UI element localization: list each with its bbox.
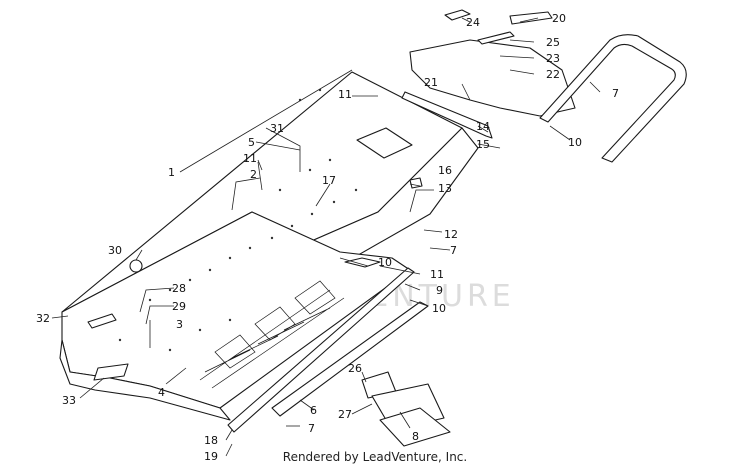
seat-base [409, 39, 576, 117]
callout-22: 22 [546, 68, 560, 81]
callout-18: 18 [204, 434, 218, 447]
callout-11c: 11 [430, 268, 444, 281]
callout-28: 28 [172, 282, 186, 295]
callout-11b: 11 [243, 152, 257, 165]
tail-bracket-33 [93, 363, 129, 381]
callout-29: 29 [172, 300, 186, 313]
callout-labels: 1 2 3 4 5 6 7 7 7 8 9 10 10 10 11 11 11 … [36, 12, 619, 463]
callout-3: 3 [176, 318, 183, 331]
callout-25: 25 [546, 36, 560, 49]
rail-strip-18 [227, 267, 415, 433]
callout-15: 15 [476, 138, 490, 151]
callout-19: 19 [204, 450, 218, 463]
callout-5: 5 [248, 136, 255, 149]
seat-handle-bar [477, 31, 515, 45]
callout-31: 31 [270, 122, 284, 135]
callout-23: 23 [546, 52, 560, 65]
callout-26: 26 [348, 362, 362, 375]
callout-16: 16 [438, 164, 452, 177]
callout-21: 21 [424, 76, 438, 89]
callout-24: 24 [466, 16, 480, 29]
callout-8: 8 [412, 430, 419, 443]
grab-handle-20 [509, 11, 553, 25]
callout-9: 9 [436, 284, 443, 297]
grommet-30 [129, 259, 143, 273]
callout-7c: 7 [308, 422, 315, 435]
support-bracket-10 [344, 257, 381, 268]
foot-bracket-assembly [361, 371, 451, 447]
callout-1: 1 [168, 166, 175, 179]
seat-base-assembly [401, 9, 576, 139]
deck-rivets [118, 88, 358, 352]
seat-clip-24 [444, 9, 471, 21]
callout-7b: 7 [450, 244, 457, 257]
deck-cutout [356, 127, 413, 159]
callout-14: 14 [476, 120, 490, 133]
callout-6: 6 [310, 404, 317, 417]
callout-17: 17 [322, 174, 336, 187]
callout-2: 2 [250, 168, 257, 181]
callout-13: 13 [438, 182, 452, 195]
callout-27: 27 [338, 408, 352, 421]
leader-lines [51, 17, 601, 457]
tunnel-assembly [59, 71, 479, 421]
callout-30: 30 [108, 244, 122, 257]
side-panel-windows [214, 280, 336, 369]
callout-33: 33 [62, 394, 76, 407]
callout-20: 20 [552, 12, 566, 25]
bracket-28 [87, 313, 117, 329]
rendered-by-footer: Rendered by LeadVenture, Inc. [282, 450, 468, 464]
callout-10c: 10 [568, 136, 582, 149]
callout-10a: 10 [432, 302, 446, 315]
callout-4: 4 [158, 386, 165, 399]
callout-11a: 11 [338, 88, 352, 101]
foot-plate-8 [379, 407, 451, 447]
callout-10b: 10 [378, 256, 392, 269]
callout-32: 32 [36, 312, 50, 325]
callout-7a: 7 [612, 87, 619, 100]
seat-bracket-21 [401, 91, 493, 139]
grab-bar [539, 34, 687, 163]
callout-12: 12 [444, 228, 458, 241]
clip-16 [409, 177, 423, 189]
